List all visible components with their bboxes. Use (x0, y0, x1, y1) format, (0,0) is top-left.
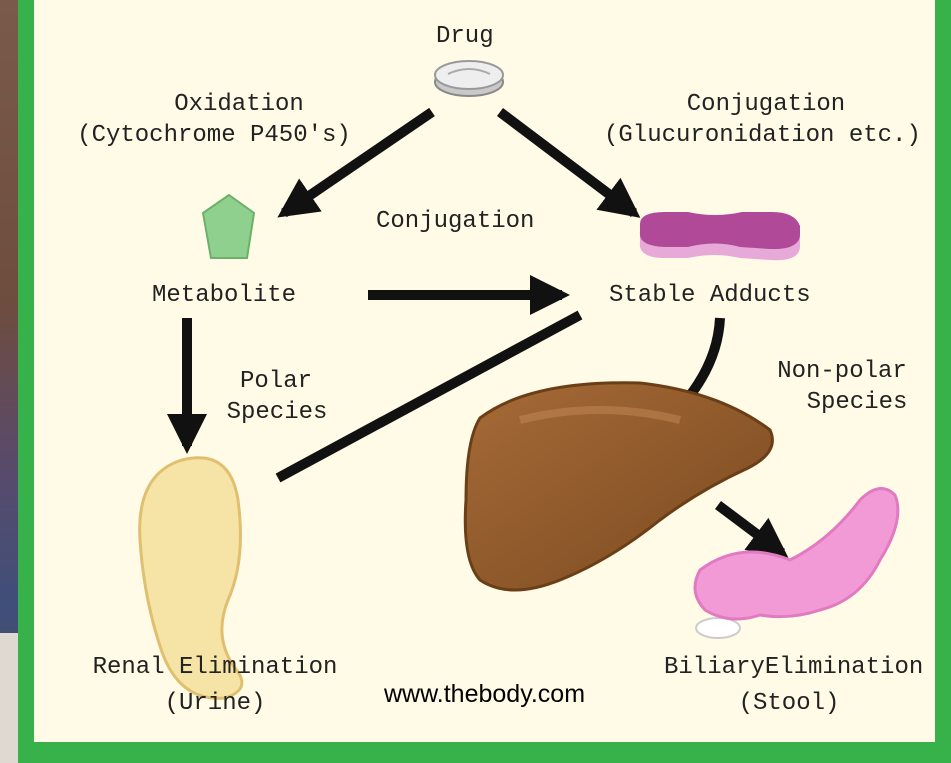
edge-conjugation-sublabel: (Glucuronidation etc.) (604, 120, 916, 151)
metabolite-pentagon-icon (203, 195, 254, 258)
node-drug: Drug (436, 21, 494, 52)
edge-conjugation-middle-label: Conjugation (376, 206, 534, 237)
output-biliary-label: BiliaryElimination (664, 652, 914, 683)
adduct-dumbbell-icon (640, 212, 800, 260)
source-credit: www.thebody.com (384, 680, 585, 709)
output-renal-label: Renal Elimination (90, 652, 340, 683)
pill-icon (435, 61, 503, 96)
edge-polar-label: Polar (236, 366, 316, 397)
node-metabolite: Metabolite (152, 280, 296, 311)
node-stable-adducts: Stable Adducts (609, 280, 811, 311)
edge-polar-sublabel: Species (222, 397, 332, 428)
edge-nonpolar-sublabel: Species (802, 387, 912, 418)
edge-conjugation-label: Conjugation (656, 89, 876, 120)
line-adducts-to-liver (688, 318, 720, 398)
edge-nonpolar-label: Non-polar (770, 356, 914, 387)
edge-oxidation-label: Oxidation (134, 89, 344, 120)
edge-oxidation-sublabel: (Cytochrome P450's) (64, 120, 364, 151)
arrow-liver-to-intestine (718, 505, 782, 553)
output-biliary-sublabel: (Stool) (734, 688, 844, 719)
output-renal-sublabel: (Urine) (160, 688, 270, 719)
